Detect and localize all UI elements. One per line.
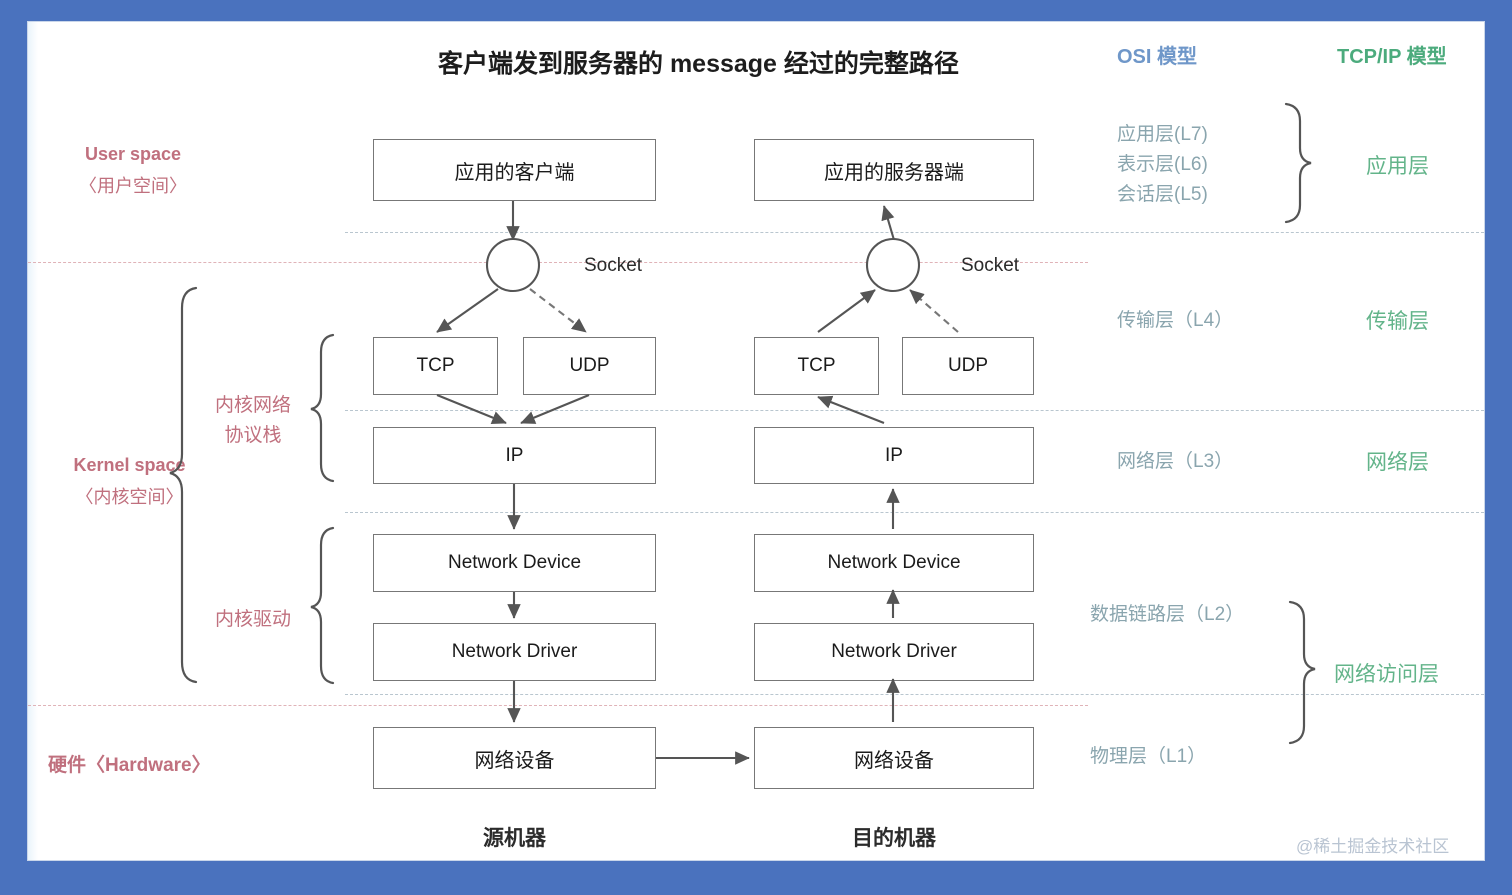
kernel-space-label-en: Kernel space: [73, 455, 186, 475]
box-client-hardware-device[interactable]: 网络设备: [373, 727, 656, 789]
osi-layer-l5: 会话层(L5): [1117, 184, 1208, 205]
client-socket-node: [485, 237, 541, 293]
separator-user-kernel: [28, 262, 1088, 263]
separator-network-datalink: [345, 512, 1484, 513]
arrow-server-socket-to-app: [881, 205, 896, 241]
box-client-udp[interactable]: UDP: [523, 337, 656, 395]
tcpip-layer-link: 网络访问层: [1334, 663, 1439, 686]
brace-tcpip-application: [1284, 102, 1312, 224]
kernel-network-stack-label-line1: 内核网络: [214, 395, 291, 416]
box-server-tcp[interactable]: TCP: [754, 337, 879, 395]
box-client-network-device[interactable]: Network Device: [373, 534, 656, 592]
separator-kernel-hardware: [28, 705, 1088, 706]
kernel-driver-label: 内核驱动: [214, 609, 291, 630]
server-socket-label: Socket: [961, 255, 1020, 276]
arrow-client-tcp-to-ip: [436, 394, 507, 425]
user-space-label-cn: 〈用户空间〉: [79, 176, 187, 196]
hardware-label: 硬件〈Hardware〉: [48, 755, 211, 776]
box-client-tcp[interactable]: TCP: [373, 337, 498, 395]
box-server-ip[interactable]: IP: [754, 427, 1034, 484]
tcpip-layer-application: 应用层: [1366, 155, 1429, 178]
box-server-application[interactable]: 应用的服务器端: [754, 139, 1034, 201]
client-caption: 源机器: [483, 827, 546, 850]
separator-datalink-physical: [345, 694, 1484, 695]
box-server-network-device[interactable]: Network Device: [754, 534, 1034, 592]
arrow-server-tcp-to-socket: [817, 289, 876, 333]
osi-layer-l6: 表示层(L6): [1117, 154, 1208, 175]
box-client-application[interactable]: 应用的客户端: [373, 139, 656, 201]
client-socket-label: Socket: [584, 255, 643, 276]
box-server-udp[interactable]: UDP: [902, 337, 1034, 395]
arrow-client-udp-to-ip: [520, 394, 590, 424]
osi-layer-l1: 物理层（L1）: [1090, 746, 1207, 767]
box-server-hardware-device[interactable]: 网络设备: [754, 727, 1034, 789]
diagram-canvas: 客户端发到服务器的 message 经过的完整路径 OSI 模型 TCP/IP …: [28, 22, 1484, 860]
separator-userspace-socket: [345, 232, 1484, 233]
box-client-ip[interactable]: IP: [373, 427, 656, 484]
osi-layer-l3: 网络层（L3）: [1117, 451, 1234, 472]
user-space-label-en: User space: [84, 144, 182, 164]
osi-layer-l2: 数据链路层（L2）: [1090, 604, 1245, 625]
arrow-client-socket-to-tcp: [436, 288, 499, 333]
box-server-network-driver[interactable]: Network Driver: [754, 623, 1034, 681]
arrow-client-socket-to-udp-dashed: [529, 288, 587, 333]
tcpip-layer-internet: 网络层: [1366, 451, 1429, 474]
tcpip-model-header: TCP/IP 模型: [1337, 46, 1447, 68]
separator-transport-network: [345, 410, 1484, 411]
tcpip-layer-transport: 传输层: [1366, 310, 1429, 333]
box-client-network-driver[interactable]: Network Driver: [373, 623, 656, 681]
osi-layer-l7: 应用层(L7): [1117, 124, 1208, 145]
arrow-server-udp-to-socket-dashed: [909, 289, 959, 333]
watermark: @稀土掘金技术社区: [1296, 837, 1450, 856]
server-caption: 目的机器: [852, 827, 936, 850]
page-title: 客户端发到服务器的 message 经过的完整路径: [438, 50, 959, 78]
kernel-space-label-cn: 〈内核空间〉: [75, 487, 184, 507]
kernel-network-stack-label-line2: 协议栈: [224, 425, 282, 446]
osi-layer-l4: 传输层（L4）: [1117, 310, 1234, 331]
brace-tcpip-network-access: [1288, 600, 1316, 745]
server-socket-node: [865, 237, 921, 293]
osi-model-header: OSI 模型: [1117, 46, 1198, 68]
